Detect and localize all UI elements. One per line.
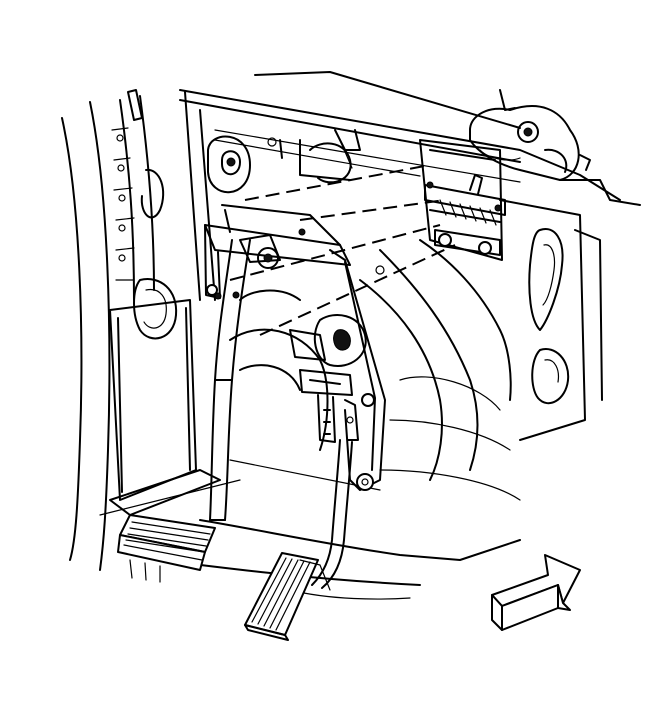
brake-pedal-assembly — [117, 239, 251, 583]
installation-lines — [229, 164, 456, 336]
a-pillar — [61, 89, 178, 571]
accelerator-pedal — [244, 439, 353, 641]
steering-column-support — [469, 89, 641, 206]
forward-arrow-icon — [491, 554, 581, 631]
adjuster-mechanism — [424, 174, 506, 256]
dash-panel — [179, 71, 621, 301]
brake-booster-pushrod — [289, 314, 367, 443]
floor-pan — [159, 239, 521, 600]
fasteners — [214, 228, 385, 424]
pedal-support-bracket — [204, 204, 386, 491]
right-firewall — [499, 199, 603, 441]
kick-panel — [99, 299, 241, 516]
